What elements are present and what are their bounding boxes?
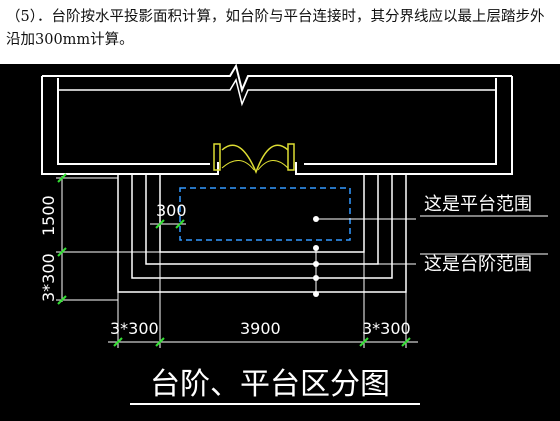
door-frame-left: [213, 143, 221, 171]
door-frame-right: [287, 143, 295, 171]
cad-drawing: 这是平台范围 这是台阶范围 1500 3*300 300 3*300 3900 …: [0, 64, 560, 421]
bottom-tick-4: [401, 337, 411, 347]
left-dim-3x300: 3*300: [39, 253, 58, 302]
caption-text: （5）．台阶按水平投影面积计算，如台阶与平台连接时，其分界线应以最上层踏步外沿加…: [6, 9, 545, 48]
step-line-3: [131, 174, 393, 279]
step-leader-dot-2: [313, 261, 319, 267]
left-tick-3: [57, 295, 67, 305]
bottom-dim-left: 3*300: [110, 319, 159, 338]
left-dim-1500: 1500: [39, 195, 58, 236]
platform-range-label: 这是平台范围: [424, 194, 532, 215]
bottom-tick-2: [155, 337, 165, 347]
bottom-tick-1: [113, 337, 123, 347]
inner-dim-300: 300: [156, 201, 187, 220]
floor-plan-svg: 这是平台范围 这是台阶范围 1500 3*300 300 3*300 3900 …: [39, 64, 548, 405]
bottom-dim-mid: 3900: [240, 319, 281, 338]
door-leaf-icon: [221, 144, 289, 175]
step-leader-dot-3: [313, 275, 319, 281]
step-leader-dot-1: [313, 245, 319, 251]
top-inner-wall: [58, 78, 496, 107]
door-swing-icon: [221, 160, 289, 171]
top-wall-break: [42, 64, 512, 94]
step-line-1: [159, 174, 365, 253]
inner-tick-1: [155, 219, 165, 229]
platform-leader-dot: [313, 216, 319, 222]
inner-wall-right: [304, 78, 497, 165]
bottom-tick-3: [359, 337, 369, 347]
platform-dashed-area: [179, 187, 351, 241]
drawing-title: 台阶、平台区分图: [150, 367, 390, 402]
caption-area: （5）．台阶按水平投影面积计算，如台阶与平台连接时，其分界线应以最上层踏步外沿加…: [0, 0, 560, 64]
left-tick-2: [57, 247, 67, 257]
inner-wall-left: [57, 78, 210, 165]
outer-wall: [41, 76, 219, 175]
step-range-label: 这是台阶范围: [424, 254, 532, 275]
step-leader-dot-4: [313, 291, 319, 297]
inner-tick-2: [175, 219, 185, 229]
bottom-dim-right: 3*300: [362, 319, 411, 338]
left-tick-1: [57, 173, 67, 183]
outer-wall-right: [295, 76, 513, 175]
step-line-4: [117, 174, 407, 293]
